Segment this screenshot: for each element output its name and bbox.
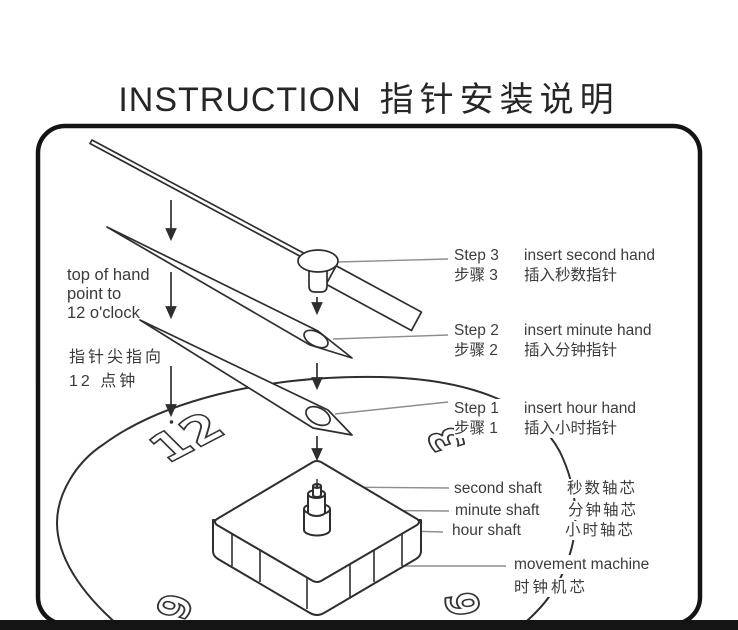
- second-shaft-en: second shaft: [454, 480, 542, 497]
- step-3-label: Step 3 insert second hand 步骤 3 插入秒数指针: [454, 246, 659, 285]
- down-arrow: [311, 448, 323, 462]
- down-arrow: [165, 306, 177, 320]
- step-2-zh: 步骤 2: [454, 341, 498, 359]
- clock-dial-arc: [55, 375, 577, 628]
- page-title: INSTRUCTION 指针安装说明: [0, 72, 738, 121]
- assembly-arrows: [165, 200, 323, 462]
- movement-zh: 时钟机芯: [514, 579, 589, 596]
- dial-numeral-12: 12: [138, 404, 236, 473]
- movement-machine-ribs: [231, 532, 403, 609]
- step-2-label: Step 2 insert minute hand 步骤 2 插入分钟指针: [454, 321, 656, 360]
- second-shaft-zh: 秒数轴芯: [565, 479, 640, 498]
- minute-shaft-cylinder: [307, 494, 326, 517]
- hour-shaft-label: hour shaft 小时轴芯: [452, 521, 638, 540]
- down-arrow: [165, 404, 177, 418]
- arrow-dot: [169, 420, 174, 424]
- step-1-label: Step 1 insert hour hand 步骤 1 插入小时指针: [454, 399, 641, 438]
- dial-numeral-6: 6: [436, 589, 492, 619]
- minute-shaft-en: minute shaft: [455, 502, 540, 519]
- movement-en: movement machine: [514, 556, 650, 573]
- step-1-en-desc: insert hour hand: [524, 400, 637, 417]
- second-hand-needle: [89, 139, 312, 262]
- second-shaft-label: second shaft 秒数轴芯: [454, 479, 640, 498]
- hour-hand: [139, 319, 353, 436]
- minute-hand: [106, 226, 353, 359]
- movement-machine-label-en: movement machine: [511, 555, 653, 574]
- minute-shaft-zh: 分钟轴芯: [566, 501, 641, 520]
- note-top-of-hand-zh: 指针尖指向 12 点钟: [69, 346, 164, 394]
- hour-shaft-en: hour shaft: [452, 522, 521, 539]
- minute-shaft-label: minute shaft 分钟轴芯: [455, 501, 641, 520]
- step-3-zh: 步骤 3: [454, 266, 498, 284]
- down-arrow: [311, 302, 323, 316]
- down-arrow: [311, 377, 323, 391]
- note-line: point to: [67, 285, 122, 303]
- step-3-en: Step 3: [454, 247, 499, 264]
- leader-step2: [332, 334, 449, 340]
- title-zh: 指针安装说明: [379, 81, 620, 119]
- note-top-of-hand: top of hand point to 12 o'clock: [67, 266, 150, 323]
- down-arrow: [165, 228, 177, 242]
- bottom-bar: [0, 620, 738, 630]
- step-1-en: Step 1: [454, 400, 499, 417]
- dial-numeral-9: 9: [146, 588, 205, 625]
- minute-hand-hole: [303, 329, 329, 349]
- movement-machine: [212, 460, 422, 616]
- second-shaft-dot: [315, 484, 319, 488]
- second-hand-pin-cap: [297, 249, 339, 273]
- step-2-en: Step 2: [454, 322, 499, 339]
- title-en: INSTRUCTION: [118, 81, 362, 119]
- step-1-zh: 步骤 1: [454, 419, 498, 437]
- leader-step1: [334, 401, 449, 415]
- step-1-zh-desc: 插入小时指针: [524, 419, 618, 437]
- movement-machine-label-zh: 时钟机芯: [511, 578, 592, 597]
- hour-hand-hole: [305, 405, 331, 427]
- leader-step3: [336, 258, 449, 263]
- step-3-zh-desc: 插入秒数指针: [524, 266, 618, 284]
- step-3-en-desc: insert second hand: [524, 247, 655, 264]
- note-line: 12 o'clock: [67, 304, 140, 322]
- step-2-en-desc: insert minute hand: [524, 322, 652, 339]
- second-hand-tail: [325, 264, 423, 332]
- note-line: 指针尖指向: [69, 349, 165, 366]
- hour-shaft-zh: 小时轴芯: [563, 521, 638, 540]
- note-line: 12 点钟: [69, 373, 139, 390]
- step-2-zh-desc: 插入分钟指针: [524, 341, 618, 359]
- note-line: top of hand: [67, 266, 150, 284]
